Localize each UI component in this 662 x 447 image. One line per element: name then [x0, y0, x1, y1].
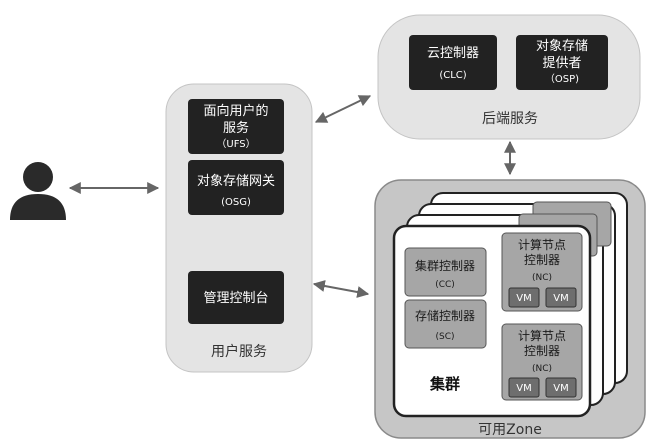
osg-abbr: (OSG): [221, 197, 251, 208]
nc-bottom-abbr: (NC): [532, 364, 552, 374]
vm-label: VM: [516, 383, 531, 394]
clc-line1: 云控制器: [427, 46, 479, 61]
user-services-panel: 面向用户的 服务 （UFS） 对象存储网关 (OSG) 管理控制台 用户服务: [165, 83, 313, 373]
console-box: 管理控制台: [188, 271, 284, 324]
nc-top-line1: 计算节点: [518, 237, 566, 252]
ufs-line2: 服务: [223, 120, 249, 136]
nc-box-top: 计算节点 控制器 (NC) VM VM: [501, 232, 583, 312]
nc-bottom-line1: 计算节点: [518, 328, 566, 343]
osg-box: 对象存储网关 (OSG): [188, 160, 284, 215]
ufs-line1: 面向用户的: [203, 103, 268, 119]
arrow-ufs-backend: [314, 95, 372, 123]
sc-line1: 存储控制器: [415, 308, 475, 323]
vm-box: [545, 377, 577, 398]
vm-label: VM: [553, 383, 568, 394]
backend-services-panel: 云控制器 (CLC) 对象存储 提供者 （OSP) 后端服务: [377, 14, 641, 140]
vm-box: [508, 377, 540, 398]
vm-box: [508, 287, 540, 308]
osp-abbr: （OSP): [545, 73, 579, 85]
user-services-caption: 用户服务: [211, 343, 267, 360]
cc-box: 集群控制器 (CC): [404, 247, 487, 297]
sc-box: 存储控制器 (SC): [404, 299, 487, 349]
console-label: 管理控制台: [203, 291, 268, 306]
zone-caption: 可用Zone: [478, 422, 542, 438]
nc-box-bottom: 计算节点 控制器 (NC) VM VM: [501, 323, 583, 401]
nc-top-abbr: (NC): [532, 273, 552, 283]
nc-top-line2: 控制器: [524, 253, 560, 267]
osg-line1: 对象存储网关: [197, 174, 275, 189]
vm-label: VM: [516, 293, 531, 304]
ufs-box: 面向用户的 服务 （UFS）: [188, 99, 284, 154]
user-icon: [10, 162, 66, 220]
osp-line1: 对象存储: [536, 39, 588, 54]
availability-zone: 集群控制器 (CC) 存储控制器 (SC) 计算节点 控制器 (NC) VM V…: [374, 179, 646, 439]
ufs-abbr: （UFS）: [216, 138, 255, 150]
vm-label: VM: [553, 293, 568, 304]
backend-services-caption: 后端服务: [482, 111, 538, 127]
cluster-card-front: 集群控制器 (CC) 存储控制器 (SC) 计算节点 控制器 (NC) VM V…: [392, 224, 592, 418]
vm-box: [545, 287, 577, 308]
clc-abbr: (CLC): [439, 70, 466, 81]
cluster-caption: 集群: [429, 375, 460, 393]
sc-abbr: (SC): [435, 332, 454, 342]
cc-abbr: (CC): [435, 280, 455, 290]
nc-bottom-line2: 控制器: [524, 344, 560, 358]
osp-line2: 提供者: [542, 55, 581, 71]
osp-box: 对象存储 提供者 （OSP): [516, 35, 608, 90]
cc-line1: 集群控制器: [415, 258, 475, 273]
clc-box: 云控制器 (CLC): [409, 35, 497, 90]
arrow-ufs-zone: [312, 280, 370, 298]
